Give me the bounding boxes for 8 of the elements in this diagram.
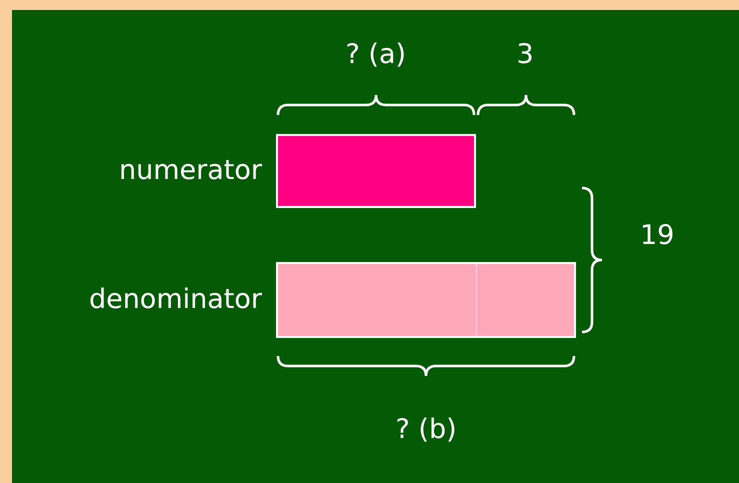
brace-label: 3 [516,39,534,71]
bar-label: denominator [88,284,262,316]
bar-label: numerator [119,155,262,187]
bar [276,134,476,208]
brace-label: 19 [640,220,674,252]
brace-label: ? (b) [396,414,457,446]
brace-label: ? (a) [346,39,406,71]
bar [276,262,576,338]
